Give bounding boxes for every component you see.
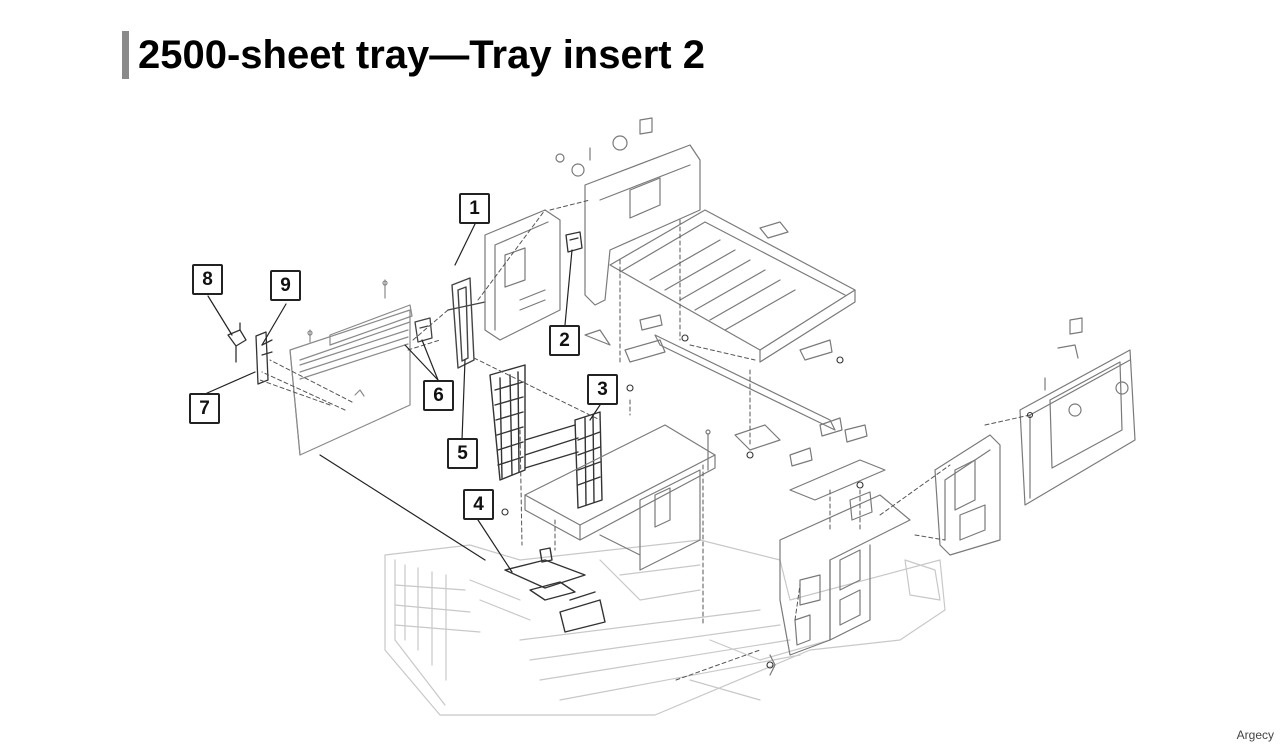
part-8-switch [227,322,247,363]
screws [501,334,1034,669]
part-2-clip [565,231,583,253]
callout-5: 5 [447,438,478,469]
callout-2: 2 [549,325,580,356]
callout-9: 9 [270,270,301,301]
callout-7: 7 [189,393,220,424]
callout-6: 6 [423,380,454,411]
cross-rail [584,314,868,467]
rear-gear-frame [555,117,701,306]
part-9-actuator [255,331,273,385]
callout-1: 1 [459,193,490,224]
footer-brand: Argecy [1236,728,1274,742]
part-5-guide [447,277,486,369]
callout-8: 8 [192,264,223,295]
page-title: 2500-sheet tray—Tray insert 2 [138,33,705,77]
part-4-slider [504,547,606,633]
callout-4: 4 [463,489,494,520]
right-side-frame [1019,317,1136,506]
callout-3: 3 [587,374,618,405]
title-accent-bar [122,31,129,79]
part-6-latch [414,317,433,343]
right-housing [769,459,911,676]
left-side-frame [289,279,413,456]
center-platform [524,424,716,571]
callout-leaders [204,223,601,573]
part-3-separator [489,364,603,509]
assembly-guide-lines [259,199,1031,681]
tray-base-outline [384,539,946,716]
right-bracket-frame [934,434,1001,556]
top-plate [609,209,856,363]
